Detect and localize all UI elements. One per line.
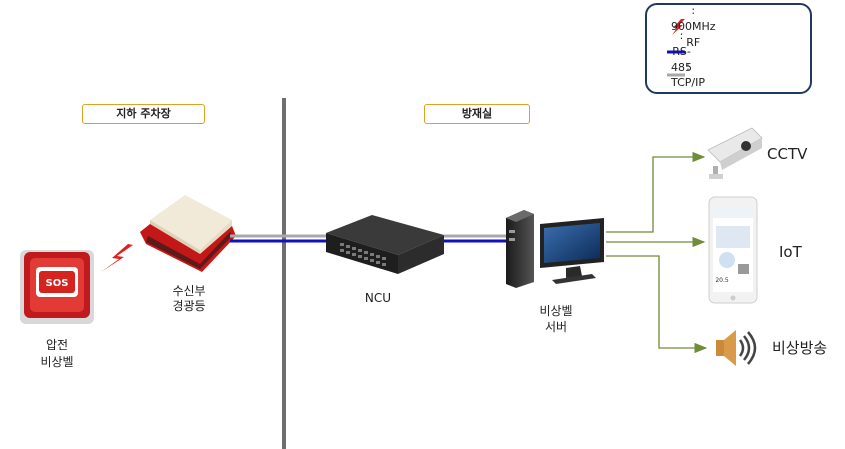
area-label-control-room: 방재실	[424, 104, 530, 124]
speaker-icon	[716, 330, 757, 366]
sos-button-icon	[20, 250, 94, 324]
area-label-parking: 지하 주차장	[82, 104, 205, 124]
legend-tcpip-label: : TCP/IP	[671, 60, 705, 89]
server-caption-line1: 비상벨	[539, 304, 573, 318]
legend-rf: : 900MHz RF	[667, 4, 716, 49]
lightning-icon	[667, 19, 689, 35]
legend-rs485: : RS-485	[667, 29, 692, 74]
ncu-switch-icon	[326, 215, 444, 274]
legend-rf-label: : 900MHz RF	[671, 4, 716, 49]
arrow-to-broadcast	[606, 255, 708, 354]
sos-caption-line2: 비상벨	[40, 355, 74, 369]
legend-rs485-label: : RS-485	[671, 29, 692, 74]
server-pc-icon	[506, 210, 604, 288]
receiver-caption-line1: 수신부	[172, 284, 206, 298]
zone-divider	[282, 98, 286, 449]
cctv-label: CCTV	[767, 145, 808, 163]
rf-lightning-icon	[101, 244, 133, 272]
receiver-beacon-icon	[140, 195, 236, 272]
blue-line-icon	[667, 44, 689, 60]
broadcast-label: 비상방송	[772, 339, 828, 357]
iot-smartphone-icon	[708, 196, 758, 304]
gray-line-icon	[667, 67, 689, 83]
ncu-label: NCU	[364, 291, 392, 305]
server-caption-line2: 서버	[544, 320, 568, 334]
receiver-caption-line2: 경광등	[172, 299, 206, 313]
app-value-text: 20.5	[715, 277, 729, 284]
sos-caption-line1: 압전	[45, 338, 69, 352]
arrow-to-cctv	[606, 151, 706, 233]
legend-tcpip: : TCP/IP	[667, 60, 705, 89]
iot-label: IoT	[779, 243, 802, 261]
cctv-camera-icon	[707, 127, 763, 179]
legend-box: : 900MHz RF : RS-485 : TCP/IP	[645, 3, 812, 94]
sos-text: SOS	[46, 278, 69, 289]
